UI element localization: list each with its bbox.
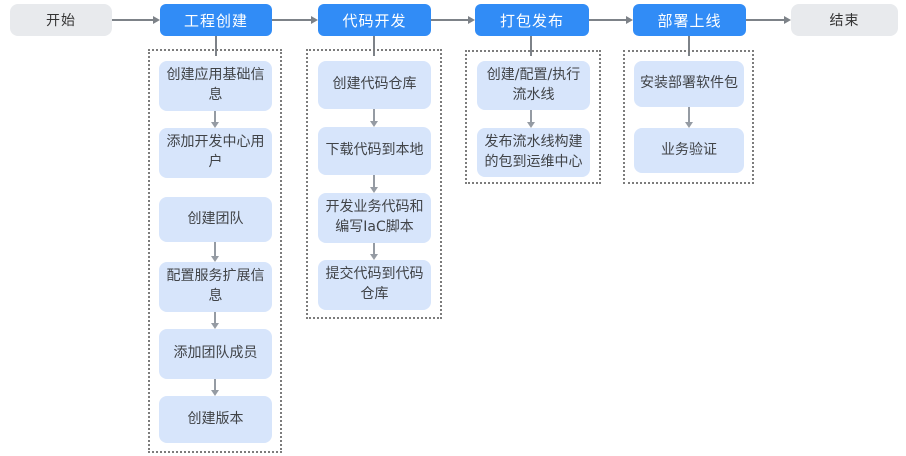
stage-group-connector bbox=[215, 36, 217, 56]
stage-group-connector bbox=[688, 36, 690, 56]
step-node: 创建版本 bbox=[159, 396, 272, 443]
arrow-down-icon bbox=[370, 243, 378, 260]
arrow-right-icon bbox=[431, 16, 475, 24]
stage-group-connector bbox=[530, 36, 532, 56]
stage-group-connector bbox=[373, 36, 375, 56]
arrow-down-icon bbox=[211, 242, 219, 262]
arrow-down-icon bbox=[211, 312, 219, 329]
arrow-down-icon bbox=[685, 107, 693, 128]
arrow-down-icon bbox=[211, 111, 219, 128]
step-node: 安装部署软件包 bbox=[634, 61, 744, 107]
step-node: 创建应用基础信息 bbox=[159, 61, 272, 111]
step-node: 发布流水线构建的包到运维中心 bbox=[477, 128, 590, 177]
step-node: 创建团队 bbox=[159, 197, 272, 242]
step-node: 开发业务代码和编写IaC脚本 bbox=[318, 193, 431, 243]
stage-node-project-creation: 工程创建 bbox=[160, 4, 272, 36]
step-node: 业务验证 bbox=[634, 128, 744, 173]
arrow-down-icon bbox=[211, 379, 219, 396]
stage-node-code-development: 代码开发 bbox=[318, 4, 431, 36]
step-node: 创建代码仓库 bbox=[318, 61, 431, 109]
step-node: 提交代码到代码仓库 bbox=[318, 260, 431, 310]
step-group-deploy-online bbox=[623, 50, 754, 184]
arrow-right-icon bbox=[746, 16, 791, 24]
stage-node-deploy-online: 部署上线 bbox=[633, 4, 746, 36]
arrow-down-icon bbox=[370, 109, 378, 127]
arrow-right-icon bbox=[272, 16, 318, 24]
stage-node-package-release: 打包发布 bbox=[475, 4, 589, 36]
arrow-down-icon bbox=[370, 175, 378, 193]
step-node: 添加开发中心用户 bbox=[159, 128, 272, 178]
step-group-project-creation bbox=[148, 49, 282, 453]
end-node: 结束 bbox=[791, 4, 898, 36]
step-node: 配置服务扩展信息 bbox=[159, 262, 272, 312]
step-group-code-development bbox=[306, 49, 442, 319]
step-node: 添加团队成员 bbox=[159, 329, 272, 379]
arrow-right-icon bbox=[589, 16, 633, 24]
step-node: 创建/配置/执行流水线 bbox=[477, 61, 590, 110]
arrow-right-icon bbox=[112, 16, 160, 24]
step-group-package-release bbox=[465, 50, 601, 184]
arrow-down-icon bbox=[527, 110, 535, 128]
start-node: 开始 bbox=[10, 4, 112, 36]
step-node: 下载代码到本地 bbox=[318, 127, 431, 175]
